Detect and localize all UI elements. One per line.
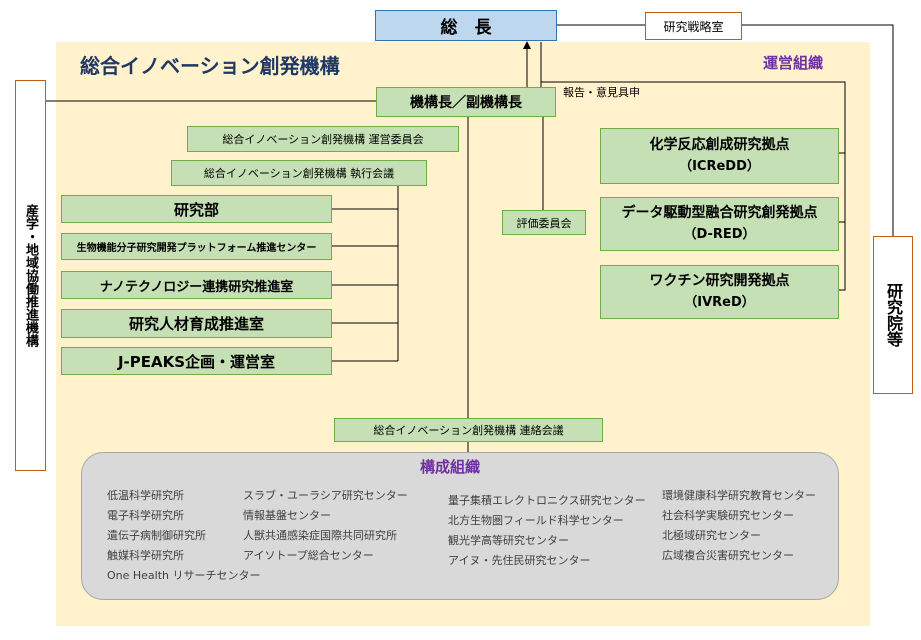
president-box: 総 長 xyxy=(375,10,557,41)
member-column-3: 量子集積エレクトロニクス研究センター 北方生物圏フィールド科学センター 観光学高… xyxy=(448,491,646,571)
member-organizations-title: 構成組織 xyxy=(420,458,481,476)
member-item: 人獣共通感染症国際共同研究所 xyxy=(243,529,397,542)
director-box: 機構長／副機構長 xyxy=(376,87,556,117)
management-label: 運営組織 xyxy=(763,54,824,72)
liaison-council-box: 総合イノベーション創発機構 連絡会議 xyxy=(334,418,603,442)
member-organizations-box xyxy=(81,452,839,600)
member-column-1: 低温科学研究所 電子科学研究所 遺伝子病制御研究所 触媒科学研究所 One He… xyxy=(107,486,261,586)
evaluation-committee-box: 評価委員会 xyxy=(502,210,586,235)
line-hubs-bracket xyxy=(540,42,846,291)
member-item: 低温科学研究所 xyxy=(107,489,184,502)
jpeaks-office-box: J-PEAKS企画・運営室 xyxy=(61,347,332,375)
strategy-office-box: 研究戦略室 xyxy=(645,12,742,40)
biomolecule-platform-box: 生物機能分子研究開発プラットフォーム推進センター xyxy=(61,233,332,260)
report-label: 報告・意見具申 xyxy=(563,86,640,99)
line-strategy-graduate xyxy=(742,24,894,236)
hub-name: データ駆動型融合研究創発拠点 xyxy=(621,205,818,221)
member-item: 量子集積エレクトロニクス研究センター xyxy=(448,494,646,507)
research-department-box: 研究部 xyxy=(61,195,332,223)
member-item: 北方生物圏フィールド科学センター xyxy=(448,514,624,527)
member-item: 触媒科学研究所 xyxy=(107,549,184,562)
member-item: One Health リサーチセンター xyxy=(107,569,261,582)
member-item: スラブ・ユーラシア研究センター xyxy=(243,489,408,502)
member-column-4: 環境健康科学研究教育センター 社会科学実験研究センター 北極域研究センター 広域… xyxy=(662,486,816,566)
hub-icredd: 化学反応創成研究拠点 （ICReDD） xyxy=(600,128,839,184)
member-item: アイヌ・先住民研究センター xyxy=(448,554,591,567)
member-item: 広域複合災害研究センター xyxy=(662,549,794,562)
executive-council-box: 総合イノベーション創発機構 執行会議 xyxy=(171,160,427,186)
nanotech-office-box: ナノテクノロジー連携研究推進室 xyxy=(61,271,332,299)
member-item: 遺伝子病制御研究所 xyxy=(107,529,206,542)
steering-committee-box: 総合イノベーション創発機構 運営委員会 xyxy=(187,126,459,152)
member-item: 北極域研究センター xyxy=(662,529,761,542)
member-item: 社会科学実験研究センター xyxy=(662,509,794,522)
hub-name: ワクチン研究開発拠点 xyxy=(649,273,790,289)
organization-title: 総合イノベーション創発機構 xyxy=(80,54,340,78)
member-item: アイソトープ総合センター xyxy=(243,549,374,562)
member-column-2: スラブ・ユーラシア研究センター 情報基盤センター 人獣共通感染症国際共同研究所 … xyxy=(243,486,408,566)
talent-development-box: 研究人材育成推進室 xyxy=(61,309,332,338)
industry-collaboration-box: 産学・地域協働推進機構 xyxy=(15,80,46,471)
member-item: 電子科学研究所 xyxy=(107,509,184,522)
hub-code: （D-RED） xyxy=(683,227,756,242)
hub-code: （IVReD） xyxy=(684,295,755,310)
graduate-schools-box: 研究院等 xyxy=(873,236,913,394)
member-item: 環境健康科学研究教育センター xyxy=(662,489,816,502)
member-item: 観光学高等研究センター xyxy=(448,534,569,547)
hub-dred: データ駆動型融合研究創発拠点 （D-RED） xyxy=(600,197,839,251)
member-item: 情報基盤センター xyxy=(243,509,331,522)
hub-name: 化学反応創成研究拠点 xyxy=(649,137,790,153)
hub-ivred: ワクチン研究開発拠点 （IVReD） xyxy=(600,265,839,319)
hub-code: （ICReDD） xyxy=(679,159,760,174)
